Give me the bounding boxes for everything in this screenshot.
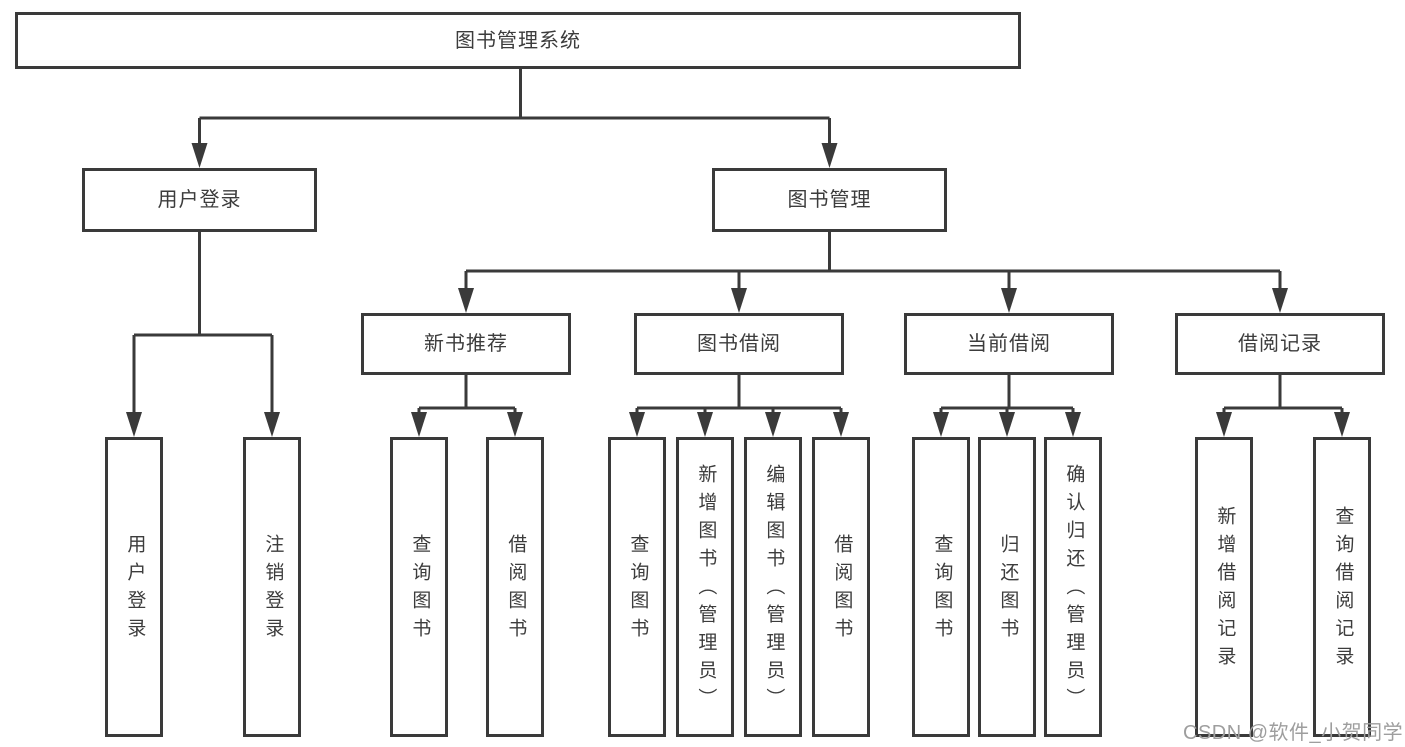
leaf-query-borrow-record: 查询借阅记录 [1313, 437, 1371, 737]
leaf-add-books-admin: 新增图书（管理员） [676, 437, 734, 737]
node-book-borrowing: 图书借阅 [634, 313, 844, 375]
leaf-query-books-borrowing: 查询图书 [608, 437, 666, 737]
leaf-edit-books-admin: 编辑图书（管理员） [744, 437, 802, 737]
node-user-login: 用户登录 [82, 168, 317, 232]
leaf-user-login: 用户登录 [105, 437, 163, 737]
leaf-logout: 注销登录 [243, 437, 301, 737]
watermark: CSDN @软件_小贺同学 [1183, 722, 1404, 744]
node-new-book-recommendation: 新书推荐 [361, 313, 571, 375]
node-library-management-system: 图书管理系统 [15, 12, 1021, 69]
leaf-confirm-return-admin: 确认归还（管理员） [1044, 437, 1102, 737]
leaf-borrow-books-borrowing: 借阅图书 [812, 437, 870, 737]
node-current-borrowing: 当前借阅 [904, 313, 1114, 375]
leaf-query-books-current: 查询图书 [912, 437, 970, 737]
node-borrowing-records: 借阅记录 [1175, 313, 1385, 375]
node-book-management: 图书管理 [712, 168, 947, 232]
leaf-add-borrow-record: 新增借阅记录 [1195, 437, 1253, 737]
leaf-borrow-books-recommendation: 借阅图书 [486, 437, 544, 737]
leaf-query-books-recommendation: 查询图书 [390, 437, 448, 737]
leaf-return-books: 归还图书 [978, 437, 1036, 737]
